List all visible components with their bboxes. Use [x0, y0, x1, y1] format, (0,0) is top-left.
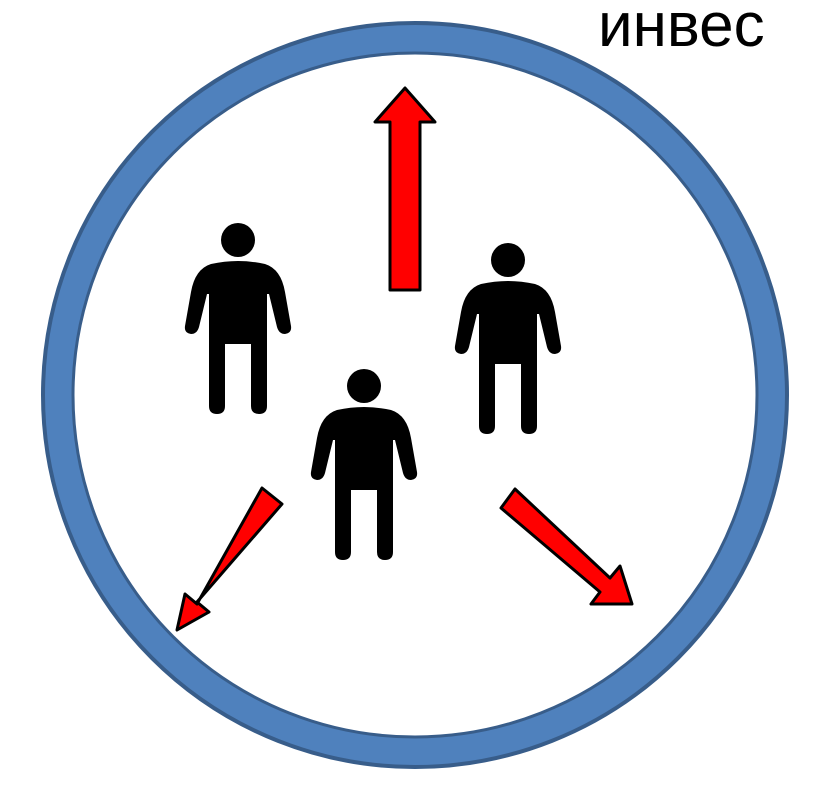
arrow-down-right-icon	[499, 487, 634, 606]
arrow-down-left-icon	[175, 486, 284, 632]
arrow-up-icon	[373, 86, 437, 292]
title-fragment: инвес	[598, 0, 765, 60]
